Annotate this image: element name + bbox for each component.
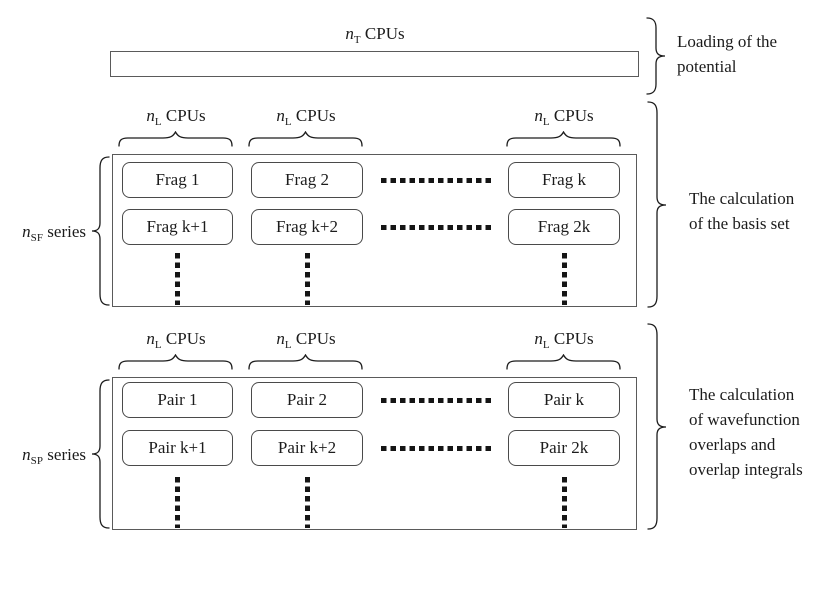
nl-subscript: L [154, 116, 162, 128]
column-brace [506, 131, 621, 147]
nl-subscript: L [542, 116, 550, 128]
ellipsis-horizontal [381, 398, 491, 403]
frag-box: Frag 2 [251, 162, 363, 198]
pair-box: Pair k+2 [251, 430, 363, 466]
pair-box: Pair 2k [508, 430, 620, 466]
nsp-suffix: series [47, 445, 86, 464]
nl-var: n [276, 329, 285, 348]
brace-left-pairs [91, 379, 110, 529]
frag-box: Frag 1 [122, 162, 233, 198]
ellipsis-vertical [305, 253, 310, 305]
nl-suffix: CPUs [165, 106, 206, 125]
nt-subscript: T [353, 34, 361, 46]
nl-suffix: CPUs [295, 106, 336, 125]
nl-subscript: L [154, 339, 162, 351]
pair-box: Pair k [508, 382, 620, 418]
ellipsis-horizontal [381, 178, 491, 183]
nl-var: n [276, 106, 285, 125]
nl-suffix: CPUs [553, 329, 594, 348]
brace-right-pairs [647, 323, 667, 530]
nl-var: n [146, 329, 155, 348]
frag-box: Frag k+2 [251, 209, 363, 245]
nsp-subscript: SP [30, 455, 44, 467]
brace-right-basis [647, 101, 667, 308]
pair-box: Pair k+1 [122, 430, 233, 466]
ellipsis-horizontal [381, 225, 491, 230]
ellipsis-vertical [175, 253, 180, 305]
potential-loading-bar [110, 51, 639, 77]
nsf-var: n [22, 222, 31, 241]
nsp-var: n [22, 445, 31, 464]
pairs-annotation: The calculation of wavefunction overlaps… [689, 385, 803, 479]
ellipsis-vertical [175, 477, 180, 528]
column-brace [506, 354, 621, 370]
nt-suffix: CPUs [364, 24, 405, 43]
pair-box: Pair 2 [251, 382, 363, 418]
nl-var: n [534, 106, 543, 125]
frag-box: Frag 2k [508, 209, 620, 245]
nl-subscript: L [284, 116, 292, 128]
nl-suffix: CPUs [165, 329, 206, 348]
nl-suffix: CPUs [553, 106, 594, 125]
column-brace [248, 131, 363, 147]
ellipsis-vertical [305, 477, 310, 528]
nl-subscript: L [542, 339, 550, 351]
ellipsis-horizontal [381, 446, 491, 451]
column-brace [118, 131, 233, 147]
nl-var: n [146, 106, 155, 125]
loading-annotation: Loading of the potential [677, 32, 778, 76]
nsf-suffix: series [47, 222, 86, 241]
nt-var: n [345, 24, 354, 43]
nl-suffix: CPUs [295, 329, 336, 348]
pair-box: Pair 1 [122, 382, 233, 418]
brace-left-basis [91, 156, 110, 306]
nsf-subscript: SF [30, 232, 44, 244]
column-brace [248, 354, 363, 370]
frag-box: Frag k+1 [122, 209, 233, 245]
basis-annotation: The calculation of the basis set [689, 189, 795, 233]
frag-box: Frag k [508, 162, 620, 198]
ellipsis-vertical [562, 253, 567, 305]
nl-var: n [534, 329, 543, 348]
ellipsis-vertical [562, 477, 567, 528]
column-brace [118, 354, 233, 370]
brace-right-loading [646, 17, 666, 95]
nl-subscript: L [284, 339, 292, 351]
